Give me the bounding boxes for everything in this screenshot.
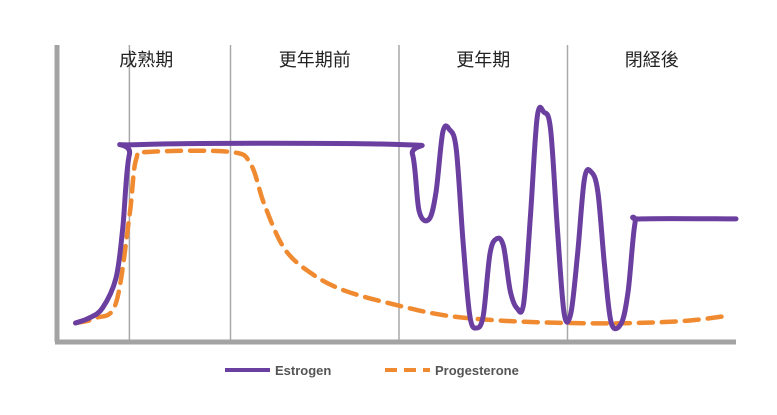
phase-label: 更年期前: [279, 50, 351, 71]
legend-label-progesterone: Progesterone: [435, 363, 519, 378]
legend: Estrogen Progesterone: [225, 363, 519, 378]
series-lines: [73, 104, 739, 332]
series-line-progesterone: [73, 148, 732, 326]
phase-label: 成熟期: [119, 50, 173, 71]
phase-divider-lines: [128, 45, 569, 342]
phase-label: 閉経後: [625, 50, 679, 71]
legend-label-estrogen: Estrogen: [275, 363, 331, 378]
axes: [54, 45, 736, 345]
phase-labels: 成熟期 更年期前 更年期 閉経後: [119, 50, 679, 71]
phase-label: 更年期: [456, 50, 510, 71]
series-line-estrogen: [73, 104, 739, 332]
